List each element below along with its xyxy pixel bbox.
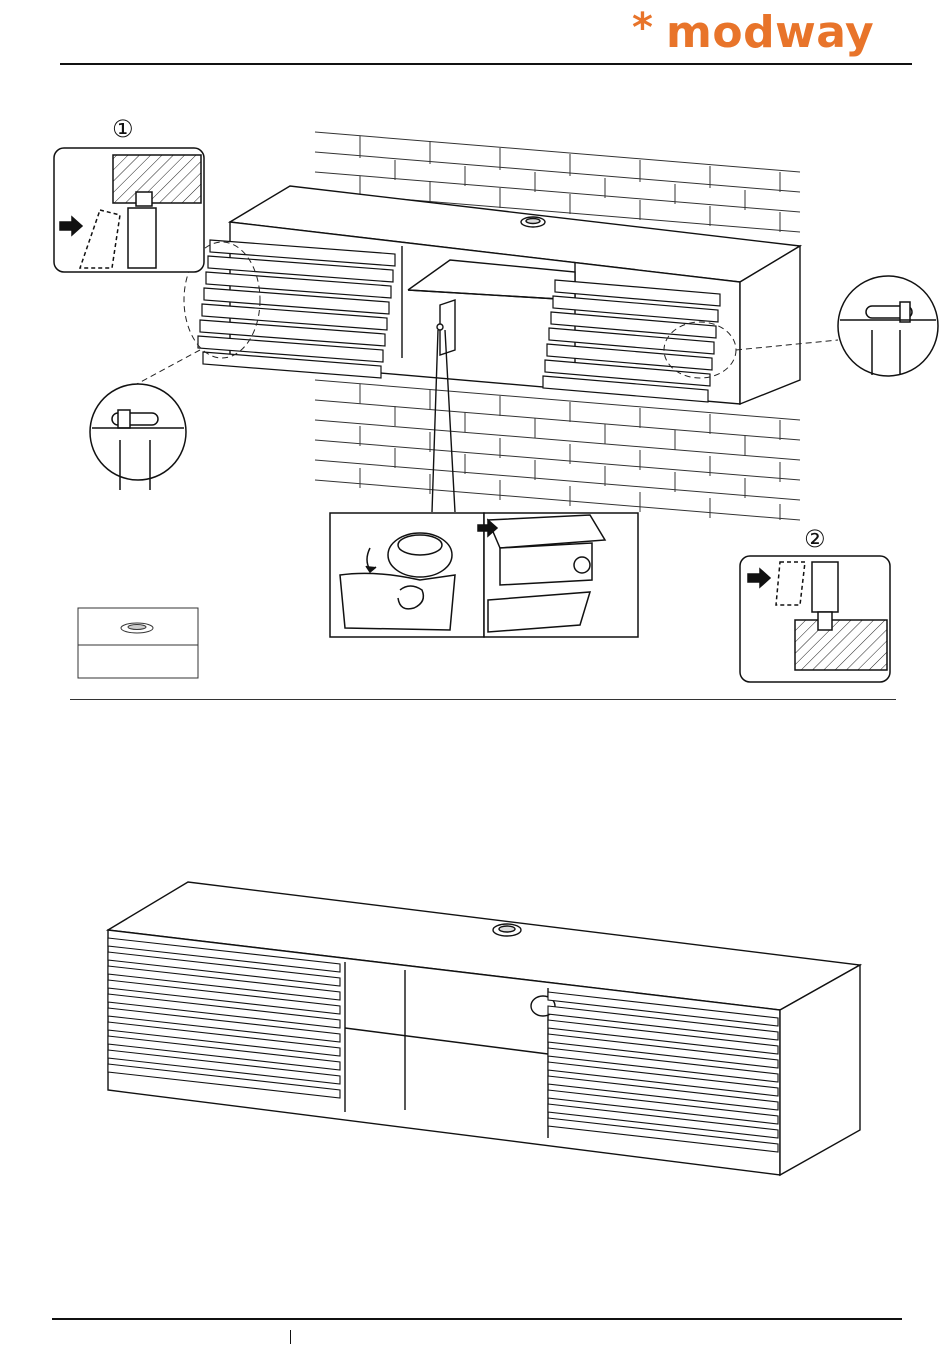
assembly-illustration-top: ① bbox=[0, 70, 950, 700]
finished-cabinet-illustration bbox=[0, 870, 950, 1190]
step-1-marker: ① bbox=[112, 115, 134, 143]
section-divider bbox=[70, 699, 896, 700]
header-rule bbox=[60, 63, 912, 65]
detail-box-step1 bbox=[54, 148, 204, 272]
detail-panel-knob bbox=[330, 513, 484, 637]
grommet-inset bbox=[78, 608, 198, 678]
brand-mark: * bbox=[632, 8, 653, 48]
footer-rule bbox=[52, 1318, 902, 1320]
brand-name: modway bbox=[666, 2, 874, 64]
right-door-slats bbox=[543, 280, 720, 402]
footer-tick bbox=[290, 1330, 291, 1344]
detail-circle-right-hinge bbox=[838, 276, 938, 376]
detail-circle-left-hinge bbox=[90, 384, 186, 490]
detail-box-step2 bbox=[740, 556, 890, 682]
step-2-marker: ② bbox=[804, 525, 826, 553]
detail-panel-slats bbox=[478, 513, 638, 637]
brand-logo: * modway bbox=[632, 2, 892, 68]
